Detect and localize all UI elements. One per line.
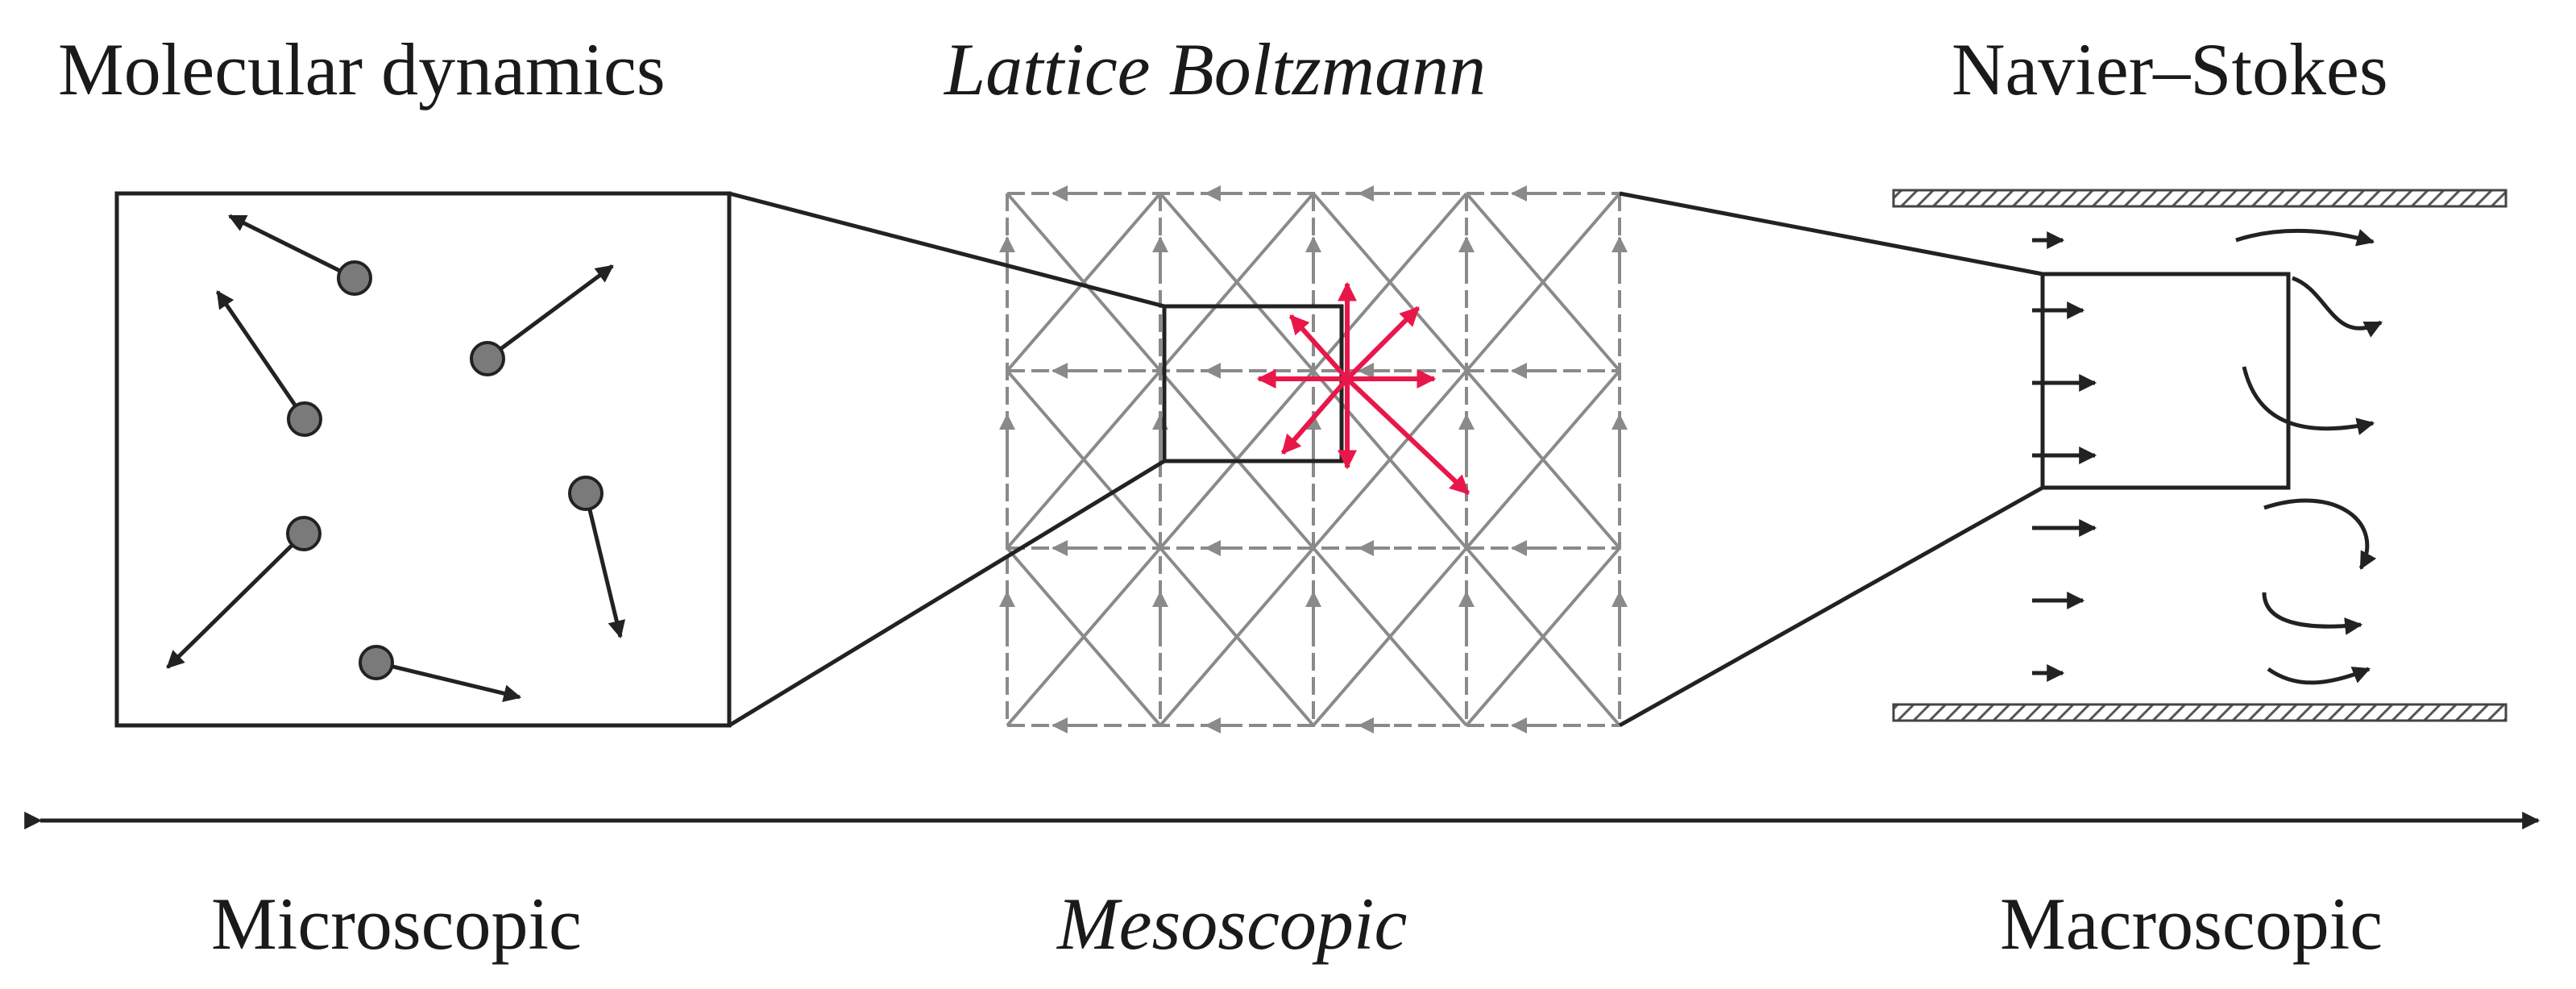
particle	[470, 341, 505, 376]
lattice-line	[1465, 546, 1621, 727]
label-mesoscopic: Mesoscopic	[1057, 883, 1408, 965]
particle	[337, 260, 372, 296]
lattice-line	[1312, 369, 1468, 550]
lattice-line	[1465, 369, 1621, 550]
lattice-line	[1159, 192, 1315, 372]
particle-arrow-4	[583, 492, 626, 639]
lattice-line	[1006, 546, 1162, 727]
channel-wall-bottom	[1892, 703, 2508, 722]
particle	[287, 401, 322, 437]
lattice-line	[1312, 192, 1468, 372]
particle-arrow-5	[166, 532, 305, 669]
md-box	[114, 191, 732, 728]
molecular-dynamics-panel	[114, 191, 732, 728]
d2q9-highlight-vectors	[1256, 281, 1471, 496]
zoom-connectors	[728, 191, 2044, 728]
heading-lattice-boltzmann: Lattice Boltzmann	[944, 28, 1487, 110]
lattice-line	[1006, 369, 1162, 550]
particle-arrow-2	[215, 290, 307, 421]
particle	[568, 476, 604, 511]
heading-navier-stokes: Navier–Stokes	[1952, 28, 2388, 110]
label-macroscopic: Macroscopic	[2000, 883, 2383, 965]
particle-arrow-1	[228, 214, 356, 280]
lattice-line	[1312, 546, 1468, 727]
label-microscopic: Microscopic	[211, 883, 582, 965]
lattice-line	[1006, 192, 1162, 372]
channel-wall-top	[1892, 189, 2508, 208]
lattice-boltzmann-panel	[999, 185, 1628, 733]
particle	[286, 516, 321, 551]
vortex-arrows	[2235, 229, 2383, 685]
velocity-profile-arrows	[2032, 231, 2097, 682]
particle-arrow-6	[375, 660, 522, 703]
particle	[359, 645, 394, 680]
lattice-line	[1465, 192, 1621, 372]
heading-molecular-dynamics: Molecular dynamics	[58, 28, 666, 110]
lattice-velocity-vectors	[999, 185, 1628, 733]
lattice-line	[1159, 546, 1315, 727]
navier-stokes-panel	[1892, 189, 2508, 722]
particle-arrow-3	[486, 264, 614, 361]
